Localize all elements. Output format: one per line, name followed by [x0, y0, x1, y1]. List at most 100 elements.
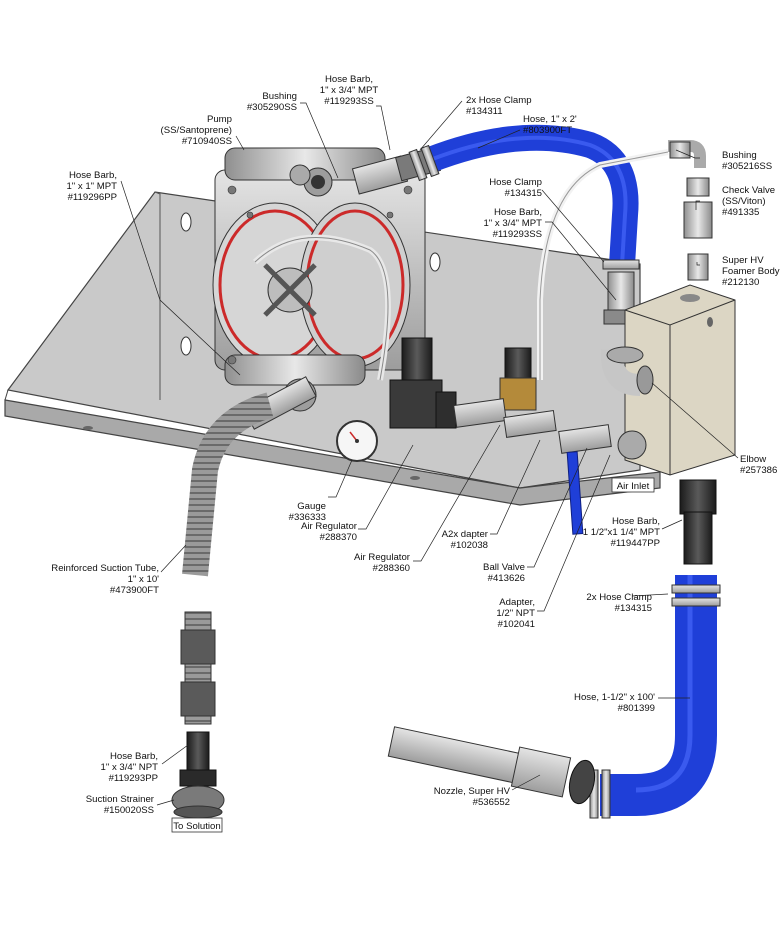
- svg-text:Pump: Pump: [207, 114, 232, 125]
- svg-text:Bushing: Bushing: [722, 150, 757, 161]
- svg-text:Hose Barb,: Hose Barb,: [494, 207, 542, 218]
- svg-text:Suction Strainer: Suction Strainer: [86, 794, 155, 805]
- svg-text:#102038: #102038: [451, 540, 488, 551]
- callout-suction-strainer: Suction Strainer #150020SS: [86, 794, 155, 816]
- svg-text:#801399: #801399: [618, 703, 655, 714]
- callout-hose-barb-suction: Hose Barb, 1" x 3/4" NPT #119293PP: [101, 751, 159, 784]
- svg-text:#119293SS: #119293SS: [324, 96, 373, 107]
- pump: [212, 147, 426, 412]
- svg-text:#336333: #336333: [289, 512, 326, 523]
- suction-hose-barb: [186, 731, 210, 773]
- callout-hose-clamp: Hose Clamp #134315: [489, 177, 542, 199]
- svg-text:#134311: #134311: [466, 106, 503, 117]
- svg-text:Air Regulator: Air Regulator: [301, 521, 358, 532]
- svg-text:Ball Valve: Ball Valve: [483, 562, 525, 573]
- svg-text:#119293SS: #119293SS: [493, 229, 542, 240]
- svg-text:#803900FT: #803900FT: [523, 125, 572, 136]
- suction-tube-lower: [180, 611, 216, 725]
- lower-hose-barb: [679, 479, 717, 565]
- svg-text:#710940SS: #710940SS: [182, 136, 232, 147]
- svg-text:1" x 10': 1" x 10': [128, 574, 160, 585]
- tag-air-inlet: Air Inlet: [611, 477, 655, 493]
- callout-check-valve: Check Valve (SS/Viton) #491335: [722, 185, 775, 218]
- svg-text:2x Hose Clamp: 2x Hose Clamp: [466, 95, 532, 106]
- callout-foamer-body: Super HV Foamer Body #212130: [722, 255, 780, 288]
- fittings-row: [453, 398, 647, 460]
- callout-suction-tube: Reinforced Suction Tube, 1" x 10' #47390…: [51, 563, 159, 596]
- svg-text:Hose Barb,: Hose Barb,: [110, 751, 158, 762]
- svg-text:#102041: #102041: [498, 619, 535, 630]
- callout-hose-barb-lower: Hose Barb, 1 1/2"x1 1/4" MPT #119447PP: [583, 516, 660, 549]
- svg-text:Check Valve: Check Valve: [722, 185, 775, 196]
- svg-text:Hose Barb,: Hose Barb,: [325, 74, 373, 85]
- svg-text:Air Inlet: Air Inlet: [617, 481, 650, 492]
- nozzle: [387, 726, 596, 805]
- svg-text:2x Hose Clamp: 2x Hose Clamp: [586, 592, 652, 603]
- svg-text:Elbow: Elbow: [740, 454, 766, 465]
- svg-text:#305216SS: #305216SS: [722, 161, 772, 172]
- callout-hose-clamp-2x-lower: 2x Hose Clamp #134315: [586, 592, 652, 614]
- svg-text:#134315: #134315: [615, 603, 652, 614]
- callout-hose-barb-right: Hose Barb, 1" x 3/4" MPT #119293SS: [483, 207, 542, 240]
- svg-text:#134315: #134315: [505, 188, 542, 199]
- svg-text:#119447PP: #119447PP: [611, 538, 660, 549]
- air-regulator-2: [499, 347, 537, 411]
- callout-bushing-right: Bushing #305216SS: [722, 150, 772, 172]
- tag-to-solution: To Solution: [171, 817, 223, 833]
- svg-text:(SS/Viton): (SS/Viton): [722, 196, 766, 207]
- svg-text:#119296PP: #119296PP: [68, 192, 117, 203]
- svg-text:Air Regulator: Air Regulator: [354, 552, 411, 563]
- svg-text:1" x 3/4" MPT: 1" x 3/4" MPT: [320, 85, 379, 96]
- svg-text:To Solution: To Solution: [173, 821, 220, 832]
- check-valve-stack: [668, 140, 713, 281]
- blue-hose-long: [600, 575, 717, 816]
- svg-text:Foamer Body: Foamer Body: [722, 266, 780, 277]
- callout-ball-valve: Ball Valve #413626: [483, 562, 525, 584]
- callout-elbow: Elbow #257386: [740, 454, 777, 476]
- svg-text:#257386: #257386: [740, 465, 777, 476]
- svg-text:1 1/2"x1 1/4" MPT: 1 1/2"x1 1/4" MPT: [583, 527, 660, 538]
- elbow: [600, 346, 654, 396]
- svg-text:#119293PP: #119293PP: [109, 773, 158, 784]
- svg-text:(SS/Santoprene): (SS/Santoprene): [161, 125, 232, 136]
- gauge: [336, 420, 378, 462]
- hose-clamp-lower: [589, 584, 721, 819]
- svg-text:1" x 1" MPT: 1" x 1" MPT: [66, 181, 117, 192]
- svg-text:#473900FT: #473900FT: [110, 585, 159, 596]
- svg-text:1" x 3/4" NPT: 1" x 3/4" NPT: [101, 762, 159, 773]
- callout-bushing-top: Bushing #305290SS: [247, 91, 297, 113]
- svg-text:Nozzle, Super HV: Nozzle, Super HV: [434, 786, 511, 797]
- suction-strainer: [171, 769, 225, 819]
- callout-hose-long: Hose, 1-1/2" x 100' #801399: [574, 692, 655, 714]
- svg-text:Hose Clamp: Hose Clamp: [489, 177, 542, 188]
- hose-clamp-top: [408, 144, 440, 182]
- callout-pump: Pump (SS/Santoprene) #710940SS: [161, 114, 232, 147]
- callout-air-regulator-1: Air Regulator #288370: [301, 521, 358, 543]
- svg-text:#150020SS: #150020SS: [104, 805, 154, 816]
- svg-text:Bushing: Bushing: [262, 91, 297, 102]
- callout-nozzle: Nozzle, Super HV #536552: [434, 786, 511, 808]
- svg-text:Hose, 1-1/2" x 100': Hose, 1-1/2" x 100': [574, 692, 655, 703]
- hose-clamp-right: [602, 259, 640, 270]
- svg-text:#413626: #413626: [488, 573, 525, 584]
- svg-text:Gauge: Gauge: [297, 501, 326, 512]
- callout-hose-clamp-2x-top: 2x Hose Clamp #134311: [466, 95, 532, 117]
- callout-hose-barb-top: Hose Barb, 1" x 3/4" MPT #119293SS: [320, 74, 379, 107]
- svg-text:#305290SS: #305290SS: [247, 102, 297, 113]
- svg-text:Hose Barb,: Hose Barb,: [69, 170, 117, 181]
- callout-adapter-npt: Adapter, 1/2" NPT #102041: [496, 597, 535, 630]
- svg-text:#288370: #288370: [320, 532, 357, 543]
- svg-text:1/2" NPT: 1/2" NPT: [496, 608, 535, 619]
- callout-hose-barb-left: Hose Barb, 1" x 1" MPT #119296PP: [66, 170, 117, 203]
- svg-text:Adapter,: Adapter,: [499, 597, 535, 608]
- ball-valve: [566, 451, 584, 535]
- svg-text:#212130: #212130: [722, 277, 759, 288]
- svg-text:Reinforced Suction Tube,: Reinforced Suction Tube,: [51, 563, 159, 574]
- callout-adapter-a2: A2x dapter #102038: [442, 529, 489, 551]
- svg-text:#536552: #536552: [473, 797, 510, 808]
- svg-text:A2x dapter: A2x dapter: [442, 529, 489, 540]
- svg-text:Super HV: Super HV: [722, 255, 764, 266]
- svg-text:#288360: #288360: [373, 563, 410, 574]
- svg-text:Hose Barb,: Hose Barb,: [612, 516, 660, 527]
